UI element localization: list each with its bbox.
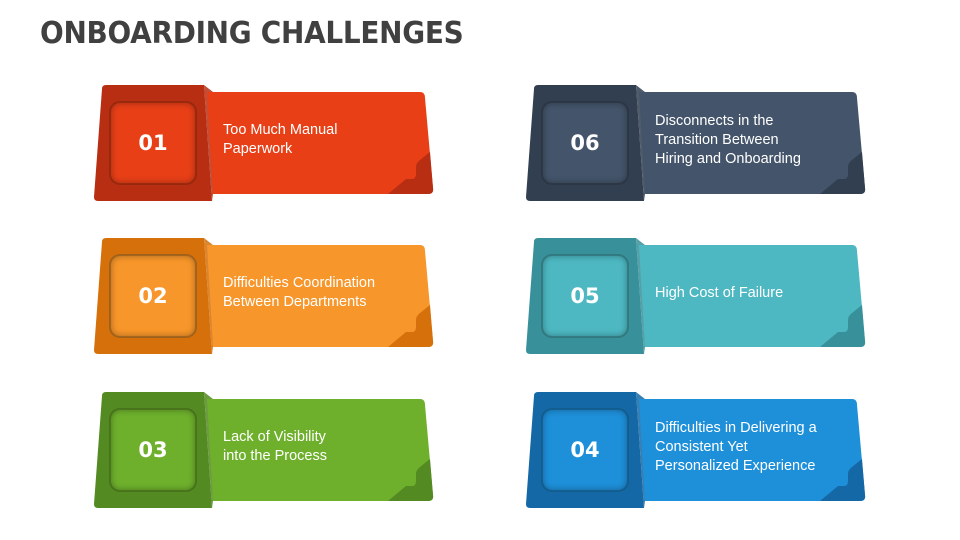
number-box: 01 (109, 101, 197, 185)
card-text: High Cost of Failure (655, 284, 784, 301)
card-number: 04 (570, 438, 600, 462)
card-number: 05 (570, 284, 600, 308)
card-number: 03 (138, 438, 168, 462)
card-number: 02 (138, 284, 168, 308)
challenge-card-06: 06 Disconnects in the Transition Between… (526, 85, 871, 205)
card-text: Difficulties Coordination Between Depart… (223, 275, 376, 310)
card-text: Disconnects in the Transition Between Hi… (655, 112, 801, 167)
challenge-card-03: 03 Lack of Visibility into the Process (94, 392, 439, 512)
challenge-card-02: 02 Difficulties Coordination Between Dep… (94, 238, 439, 358)
number-box: 06 (541, 101, 629, 185)
number-box: 04 (541, 408, 629, 492)
challenge-card-01: 01 Too Much Manual Paperwork (94, 85, 439, 205)
card-number: 06 (570, 131, 600, 155)
challenge-card-04: 04 Difficulties in Delivering a Consiste… (526, 392, 871, 512)
card-text: Difficulties in Delivering a Consistent … (655, 419, 817, 474)
card-text: Too Much Manual Paperwork (223, 122, 338, 157)
number-box: 05 (541, 254, 629, 338)
page-title: ONBOARDING CHALLENGES (40, 16, 464, 51)
number-box: 03 (109, 408, 197, 492)
card-text: Lack of Visibility into the Process (223, 429, 327, 464)
challenge-card-05: 05 High Cost of Failure (526, 238, 871, 358)
card-number: 01 (138, 131, 168, 155)
number-box: 02 (109, 254, 197, 338)
